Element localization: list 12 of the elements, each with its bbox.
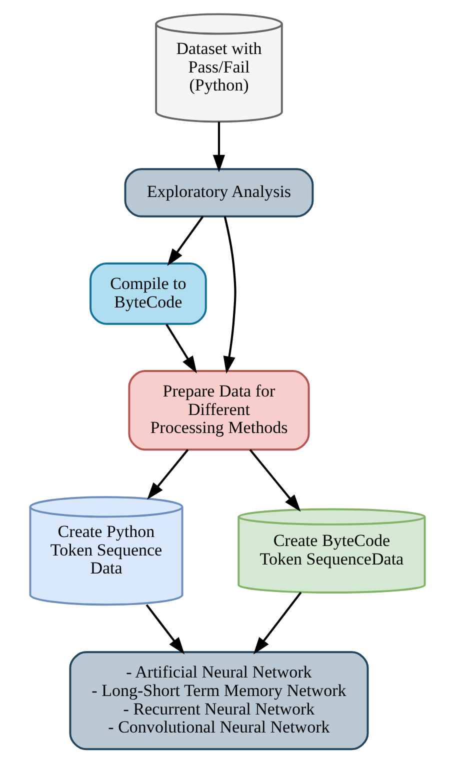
- arrow: [212, 122, 226, 172]
- arrow: [223, 216, 236, 374]
- arrow: [166, 324, 197, 374]
- arrow: [249, 449, 301, 512]
- node-box: Compile to ByteCode: [90, 262, 207, 325]
- arrow: [167, 216, 204, 266]
- node-box: - Artificial Neural Network - Long-Short Term Memory Network - Recurrent Neural Network - Convolutional Neural Network: [69, 651, 369, 750]
- arrow: [253, 592, 302, 654]
- node-box: Prepare Data for Different Processing Methods: [128, 370, 310, 451]
- arrow: [146, 604, 185, 654]
- node-box: Exploratory Analysis: [124, 168, 314, 218]
- arrow: [147, 449, 189, 500]
